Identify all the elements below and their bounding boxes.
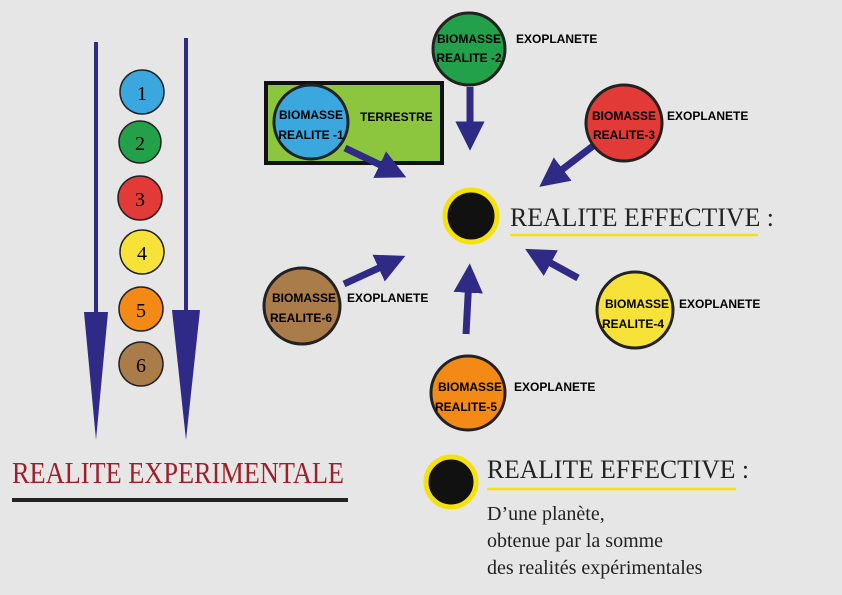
number-6-label: 6: [136, 355, 146, 377]
node-5-line1: BIOMASSE: [438, 380, 502, 394]
arrow-from-node-5: [453, 263, 483, 335]
number-1-label: 1: [137, 83, 147, 105]
node-1-side-label: TERRESTRE: [360, 110, 433, 124]
legend-line-2: obtenue par la somme: [487, 530, 663, 552]
number-circle-6: 6: [118, 341, 164, 387]
arrow-from-node-1: [343, 144, 407, 178]
node-5: BIOMASSE REALITE-5 EXOPLANETE: [429, 354, 595, 432]
number-circle-3: 3: [117, 175, 163, 221]
node-3-line1: BIOMASSE: [592, 109, 656, 123]
node-3: BIOMASSE REALITE-3 EXOPLANETE: [584, 83, 748, 163]
node-6-line2: REALITE-6: [270, 311, 332, 325]
node-6-side-label: EXOPLANETE: [347, 291, 428, 305]
effective-reality-center: [442, 187, 500, 245]
node-2: BIOMASSE REALITE -2 EXOPLANETE: [431, 11, 597, 87]
left-down-arrow: [84, 42, 108, 440]
number-circle-1: 1: [119, 69, 165, 115]
node-3-side-label: EXOPLANETE: [667, 109, 748, 123]
node-4-line1: BIOMASSE: [605, 297, 669, 311]
node-1-line2: REALITE -1: [278, 128, 344, 142]
node-4-line2: REALITE-4: [602, 317, 664, 331]
arrow-from-node-6: [342, 254, 406, 288]
number-circle-2: 2: [118, 120, 162, 164]
number-5-label: 5: [136, 300, 146, 322]
experimental-title-underline: [12, 498, 348, 502]
number-circle-5: 5: [118, 286, 164, 332]
node-6-line1: BIOMASSE: [272, 291, 336, 305]
legend-title: REALITE EFFECTIVE :: [487, 455, 749, 484]
node-4-side-label: EXOPLANETE: [679, 297, 760, 311]
legend-line-1: D’une planète,: [487, 503, 605, 525]
node-5-line2: REALITE-5: [435, 400, 497, 414]
node-5-side-label: EXOPLANETE: [514, 380, 595, 394]
arrow-from-node-4: [525, 248, 580, 282]
experimental-title: REALITE EXPERIMENTALE: [12, 455, 344, 490]
node-1-line1: BIOMASSE: [279, 108, 343, 122]
arrow-from-node-3: [539, 143, 596, 187]
right-down-arrow: [172, 38, 200, 440]
node-4: BIOMASSE REALITE-4 EXOPLANETE: [595, 270, 760, 350]
number-4-label: 4: [137, 243, 147, 265]
node-6: BIOMASSE REALITE-6 EXOPLANETE: [262, 266, 428, 346]
node-1: BIOMASSE REALITE -1 TERRESTRE: [272, 83, 433, 161]
node-2-side-label: EXOPLANETE: [516, 32, 597, 46]
number-2-label: 2: [135, 133, 145, 155]
legend-line-3: des realités expérimentales: [487, 557, 703, 579]
legend-marker: [423, 454, 479, 510]
number-3-label: 3: [135, 189, 145, 211]
node-2-line2: REALITE -2: [436, 51, 502, 65]
node-2-line1: BIOMASSE: [437, 32, 501, 46]
number-circle-4: 4: [119, 229, 165, 275]
effective-reality-label: REALITE EFFECTIVE :: [510, 203, 774, 232]
node-3-line2: REALITE-3: [593, 128, 655, 142]
